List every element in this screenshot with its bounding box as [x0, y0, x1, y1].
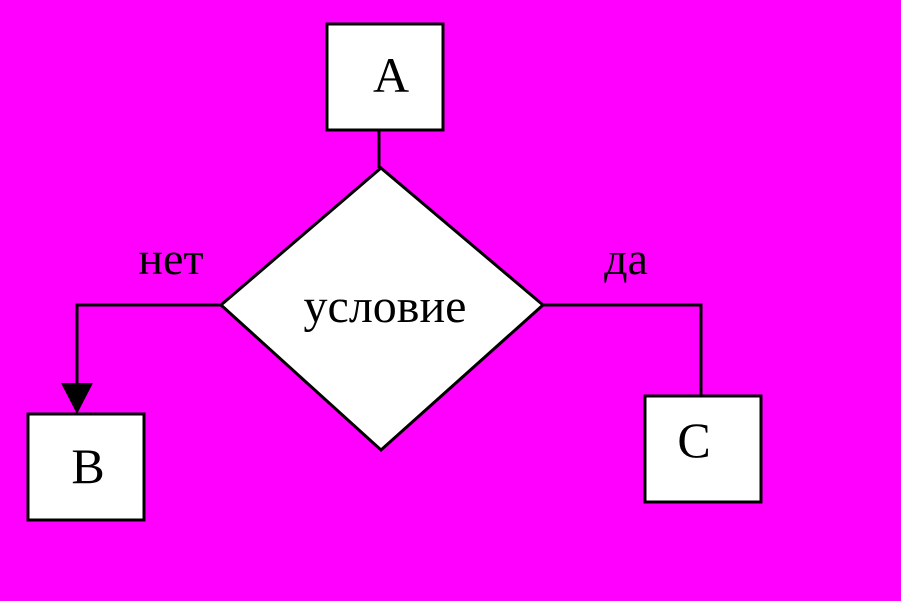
- branch-no-label: нет: [138, 233, 203, 284]
- block-a-label: A: [373, 47, 409, 103]
- branch-yes-label: да: [604, 233, 648, 284]
- connector-yes-to-c: [543, 303, 703, 396]
- block-c: [643, 394, 763, 504]
- connector-no-to-b: [75, 303, 221, 388]
- decision-diamond: [218, 166, 546, 453]
- arrowhead-to-b: [61, 383, 93, 414]
- block-b: [26, 412, 146, 522]
- block-b-label: B: [71, 438, 104, 494]
- block-c-label: C: [677, 412, 710, 468]
- block-a: [325, 22, 445, 132]
- decision-label: условие: [304, 280, 467, 333]
